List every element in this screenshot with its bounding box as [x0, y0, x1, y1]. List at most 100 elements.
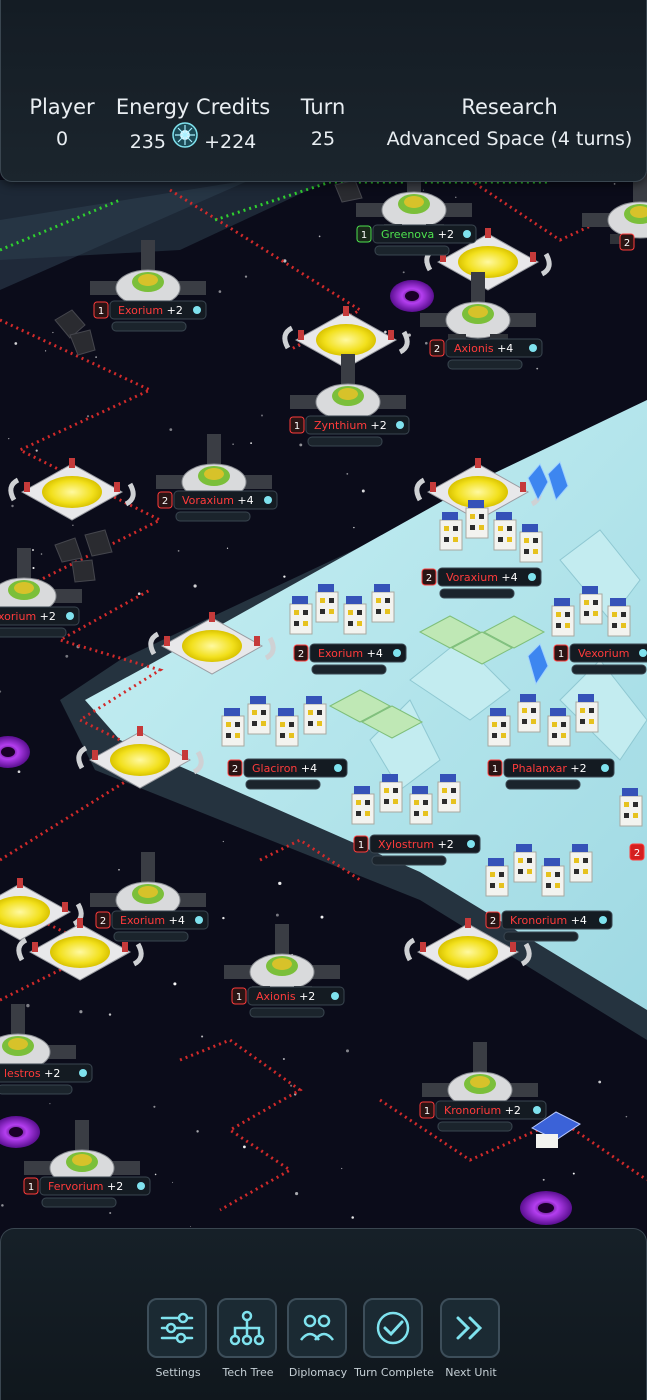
- city-level-text: 2: [298, 649, 304, 660]
- city-label-background: [372, 224, 477, 244]
- crop-fields: [328, 615, 546, 739]
- energy-credit-icon: [529, 344, 537, 352]
- city-level-text: 2: [624, 238, 630, 249]
- solar-unit[interactable]: [531, 1111, 581, 1148]
- energy-credit-icon: [463, 230, 471, 238]
- city-progress-bar: [503, 931, 579, 942]
- check-circle-icon: [376, 1311, 410, 1345]
- city-label-background: [0, 1063, 93, 1083]
- top-hud: Player 0 Energy Credits 235 +224 Turn 25…: [0, 0, 647, 182]
- energy-credit-icon: [396, 421, 404, 429]
- energy-label: Energy Credits: [115, 95, 271, 119]
- wormhole-icon[interactable]: [520, 1191, 572, 1225]
- tech-tree-icon: [229, 1310, 265, 1346]
- energy-credit-icon: [66, 612, 74, 620]
- city-name: Axionis +4: [454, 342, 513, 355]
- city-level-text: 1: [424, 1106, 430, 1117]
- turn-label: Turn: [300, 95, 346, 119]
- city-progress-bar: [437, 1121, 513, 1132]
- city-label[interactable]: 2 Voraxium +4: [157, 490, 278, 522]
- city-label-background: [501, 910, 613, 930]
- city-name: Axionis +2: [256, 990, 315, 1003]
- city-label[interactable]: 2 Voraxium +4: [421, 567, 542, 599]
- city-label[interactable]: 1 Vexorium: [553, 643, 647, 675]
- double-chevron-right-icon: [456, 1316, 483, 1340]
- city-level-badge: [23, 1177, 39, 1195]
- city-level-badge: [619, 233, 635, 251]
- city-level-text: 2: [100, 916, 106, 927]
- city-name: Xylostrum +2: [378, 838, 454, 851]
- turn-complete-label: Turn Complete: [354, 1366, 434, 1379]
- city-progress-bar: [571, 664, 647, 675]
- diplomacy-button[interactable]: Diplomacy: [287, 1298, 349, 1379]
- diplomacy-label: Diplomacy: [288, 1366, 348, 1379]
- city-label-background: [305, 415, 410, 435]
- city-label[interactable]: 2 Axionis +4: [429, 338, 543, 370]
- energy-credit-icon: [528, 573, 536, 581]
- city-level-text: 2: [232, 764, 238, 775]
- city-name: Voraxium +4: [182, 494, 254, 507]
- energy-credit-icon: [264, 496, 272, 504]
- ally-border: [0, 180, 550, 252]
- city-level-badge: [289, 416, 305, 434]
- wormhole-icon[interactable]: [390, 280, 434, 312]
- wormhole-icon[interactable]: [0, 736, 30, 768]
- energy-income: +224: [204, 131, 257, 153]
- energy-credit-icon: [599, 916, 607, 924]
- energy-credit-icon: [79, 1069, 87, 1077]
- settings-button[interactable]: Settings: [147, 1298, 209, 1379]
- city-label-background: [435, 1100, 547, 1120]
- tech-tree-button[interactable]: Tech Tree: [217, 1298, 279, 1379]
- city-level-text: 2: [162, 496, 168, 507]
- city-progress-bar: [374, 245, 450, 256]
- player-stat: Player 0: [23, 92, 101, 156]
- energy-credit-icon: [601, 764, 609, 772]
- city-level-badge: [429, 339, 445, 357]
- city-label[interactable]: xorium +2: [0, 606, 80, 638]
- player-value: 0: [55, 128, 69, 150]
- city-label-background: [39, 1176, 151, 1196]
- city-level-text: 1: [558, 649, 564, 660]
- ice-shelf-north-edge: [0, 180, 250, 290]
- turn-complete-button[interactable]: Turn Complete: [354, 1298, 434, 1379]
- wormhole-icon[interactable]: [0, 1116, 40, 1148]
- city-name: Phalanxar +2: [512, 762, 587, 775]
- city-level-text: 2: [426, 573, 432, 584]
- crystal-resource[interactable]: [527, 461, 569, 686]
- city-level-badge: [95, 911, 111, 929]
- city-name: Vexorium: [578, 647, 629, 660]
- city-level-badge: [93, 301, 109, 319]
- city-level-text: 1: [294, 421, 300, 432]
- city-label-background: [0, 606, 80, 626]
- next-unit-button[interactable]: Next Unit: [440, 1298, 502, 1379]
- asteroid-field: [54, 179, 363, 583]
- city-label-background: [503, 758, 615, 778]
- research-stat[interactable]: Research Advanced Space (4 turns): [371, 92, 647, 156]
- city-label[interactable]: lestros +2: [0, 1063, 93, 1095]
- city-level-badge: [487, 759, 503, 777]
- city-name: Fervorium +2: [48, 1180, 123, 1193]
- city-level-badge: [629, 843, 645, 861]
- city-level-badge: [421, 568, 437, 586]
- city-label-background: [247, 986, 345, 1006]
- city-level-text: 2: [434, 344, 440, 355]
- city-name: Voraxium +4: [446, 571, 518, 584]
- energy-value: 235: [129, 131, 166, 153]
- energy-credit-icon: [334, 764, 342, 772]
- city-label-background: [569, 643, 647, 663]
- energy-credit-icon: [331, 992, 339, 1000]
- city-level-badge: [231, 987, 247, 1005]
